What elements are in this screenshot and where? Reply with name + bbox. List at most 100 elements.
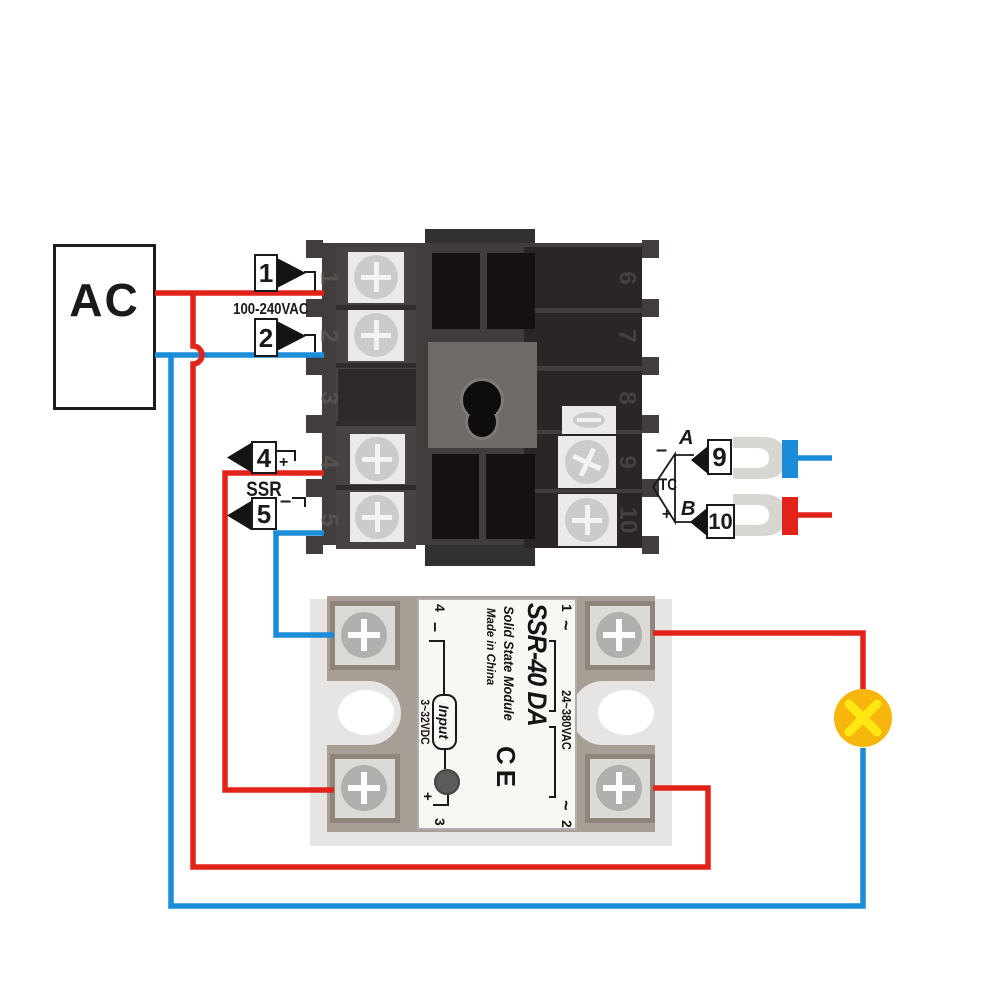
wire-marker-10-label: 10 (708, 508, 733, 534)
load-symbol (834, 689, 892, 747)
ssr-input-lead-line (429, 640, 445, 694)
ssr-terminal-4-pad (330, 601, 400, 670)
controller-tab (642, 240, 659, 258)
wire-marker-4: 4 (251, 441, 277, 474)
fork-terminal-a (733, 437, 786, 479)
ssr-mount-hole-right (598, 690, 654, 735)
wire-marker-1-arrow-icon (277, 258, 306, 288)
controller-tab (642, 299, 659, 317)
controller-terminal-number: 7 (613, 329, 641, 343)
ssr-terminal-3-pad (330, 754, 400, 823)
wire-marker-1: 1 (254, 254, 278, 292)
controller-tab (642, 536, 659, 554)
ssr-ac-tilde: ~ (556, 620, 576, 631)
ssr-led-lead-line (444, 750, 446, 769)
controller-terminal-number: 5 (315, 513, 343, 527)
controller-tab (642, 357, 659, 375)
controller-terminal-number: 9 (613, 455, 641, 469)
terminal-3-cavity (338, 369, 416, 421)
ssr-terminal-3-label: 3 (432, 818, 448, 826)
fork-terminal-b (733, 494, 786, 536)
wire-marker-10: 10 (706, 504, 735, 539)
terminal-10-screw-plate (558, 494, 617, 546)
wire-marker-9-label: 9 (712, 442, 727, 472)
ssr-terminal-2-label: 2 (559, 820, 575, 828)
controller-terminal-number: 4 (315, 455, 343, 469)
wire-marker-1-hook (304, 271, 316, 291)
ssr-terminal-1-label: 1 (559, 604, 575, 612)
controller-tab (306, 415, 323, 433)
ac-source-label: AC (69, 274, 140, 326)
controller-slot (432, 454, 479, 539)
ssr-model: SSR-40 DA (522, 603, 552, 726)
terminal-divider (524, 489, 642, 493)
controller-terminal-number: 8 (613, 391, 641, 405)
wire-marker-5-label: 5 (256, 498, 272, 529)
terminal-divider (336, 363, 416, 368)
ssr-minus-sign: – (426, 622, 446, 633)
terminal-5-screw-plate (350, 492, 404, 542)
wire-marker-5-arrow-icon (227, 501, 251, 530)
ssr-ac-tilde: ~ (556, 800, 576, 811)
ssr-input-box: Input (432, 694, 457, 750)
wire-marker-1-label: 1 (258, 258, 274, 288)
terminal-divider (524, 366, 642, 371)
ssr-input-label: Input (436, 704, 453, 740)
wire-marker-2-label: 2 (258, 322, 274, 353)
controller-terminal-number: 10 (614, 506, 642, 534)
terminal-divider (336, 485, 416, 490)
wire-marker-5: 5 (251, 497, 277, 530)
tc-label: TC (658, 475, 678, 494)
wire-marker-4-arrow-icon (227, 443, 251, 472)
terminal-divider (524, 308, 642, 313)
wire-marker-4-label: 4 (256, 442, 272, 473)
fork-sleeve-blue (782, 440, 798, 478)
controller-tab (306, 299, 323, 317)
ssr-terminal-1-pad (585, 601, 655, 670)
controller-slot (432, 253, 480, 329)
terminal-4-screw-plate (350, 434, 405, 484)
ce-mark: CE (491, 746, 521, 793)
wire-marker-2-hook (304, 334, 316, 352)
ssr-drive-plus-sign: + (279, 454, 289, 471)
ssr-output-bracket (549, 726, 556, 798)
controller-tab (306, 479, 323, 497)
ssr-type: Solid State Module (501, 606, 516, 721)
fork-sleeve-red (782, 497, 798, 535)
controller-terminal-number: 2 (315, 329, 343, 343)
ssr-status-led (434, 769, 460, 795)
controller-tab (306, 357, 323, 375)
controller-tab (306, 536, 323, 554)
wire-marker-2: 2 (254, 318, 278, 357)
ssr-terminal-4-label: 4 (432, 604, 448, 612)
input-voltage-range: 100-240VAC (233, 301, 309, 318)
wire-marker-9: 9 (707, 439, 732, 475)
load-cross-icon (844, 699, 882, 737)
terminal-2-screw-plate (348, 310, 404, 361)
ssr-input-range: 3~32VDC (418, 699, 430, 745)
wire-marker-2-arrow-icon (277, 321, 306, 351)
controller-slot (486, 454, 535, 539)
ssr-terminal-2-pad (585, 754, 655, 823)
controller-terminal-number: 1 (315, 271, 343, 285)
tc-lead-b-label: B (681, 498, 696, 520)
tc-plus-sign: + (662, 506, 672, 523)
ssr-plus-sign: + (419, 792, 436, 801)
wire-ssr1-to-load (653, 630, 866, 691)
ssr-product-label: 1 ~ 24~380VAC ~ 2 SSR-40 DA Solid State … (417, 598, 577, 830)
terminal-1-screw-plate (348, 252, 404, 303)
ssr-mount-hole-left (338, 690, 394, 735)
wire-marker-9-arrow-icon (691, 446, 708, 474)
terminal-9-screw-plate (557, 432, 617, 492)
controller-tab (306, 240, 323, 258)
controller-slot (487, 253, 535, 329)
tc-minus-sign: – (656, 439, 668, 461)
controller-tab (642, 415, 659, 433)
terminal-8-screw-plate (562, 406, 616, 434)
ssr-origin: Made in China (484, 608, 498, 686)
controller-tab (642, 479, 659, 497)
ssr-output-range: 24~380VAC (559, 690, 574, 750)
wire-marker-5-hook (292, 497, 306, 507)
ssr-drive-minus-sign: – (280, 490, 292, 512)
